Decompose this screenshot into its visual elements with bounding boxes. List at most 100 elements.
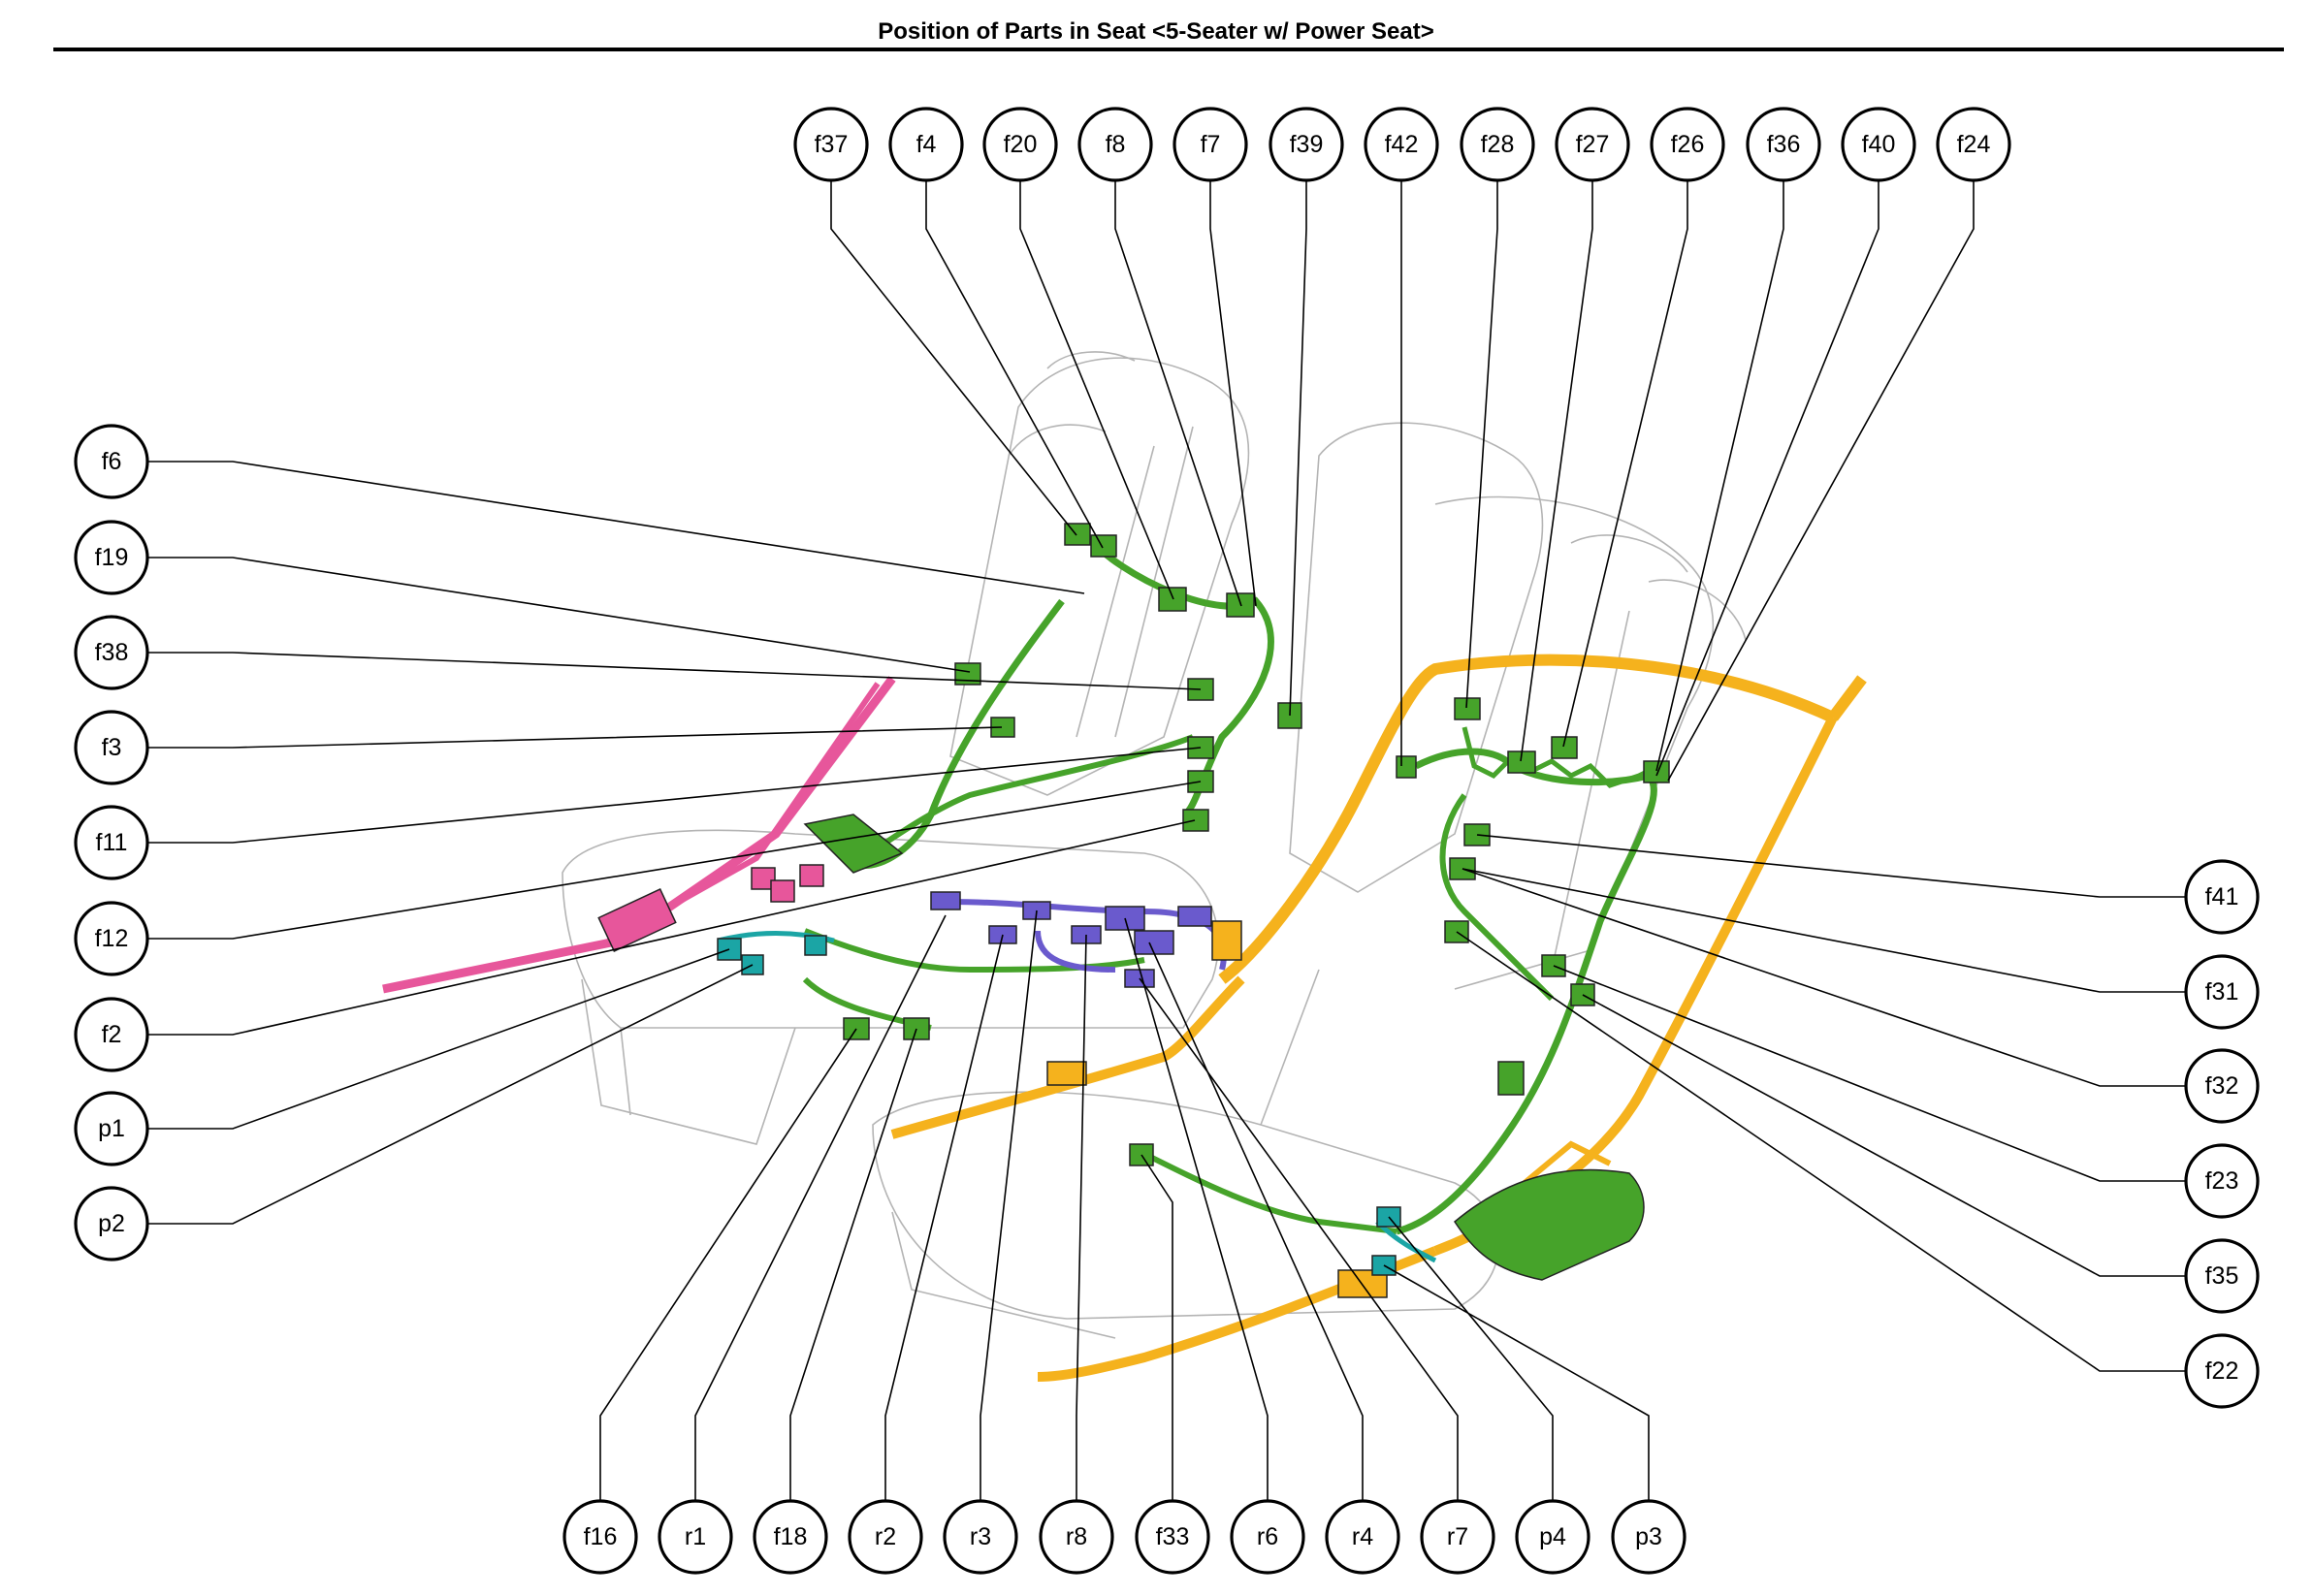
callout-label: f38 [95, 639, 129, 666]
callout-label: f8 [1106, 131, 1126, 158]
callout-p1: p1 [74, 1091, 149, 1166]
callout-f11: f11 [74, 805, 149, 880]
callout-circle [1077, 107, 1153, 182]
callout-label: r2 [875, 1523, 896, 1550]
callout-circle [74, 997, 149, 1072]
callout-circle [1173, 107, 1248, 182]
callout-f6: f6 [74, 424, 149, 499]
callout-label: f3 [102, 734, 122, 761]
leader-f39 [1289, 180, 1307, 717]
leader-p2 [147, 964, 754, 1225]
callout-label: f37 [815, 131, 849, 158]
callout-f39: f39 [1269, 107, 1344, 182]
leader-p3 [1383, 1264, 1650, 1501]
callout-circle [1269, 107, 1344, 182]
leader-f31 [1462, 868, 2186, 993]
callout-f38: f38 [74, 615, 149, 690]
callout-circle [74, 1091, 149, 1166]
callout-p2: p2 [74, 1186, 149, 1261]
callout-r4: r4 [1325, 1499, 1400, 1575]
leader-f20 [1019, 180, 1174, 600]
callout-label: f35 [2205, 1262, 2239, 1290]
callout-circle [753, 1499, 828, 1575]
callout-p4: p4 [1515, 1499, 1590, 1575]
page-title: Position of Parts in Seat <5-Seater w/ P… [878, 18, 1434, 45]
callout-circle [1420, 1499, 1495, 1575]
leader-f32 [1462, 868, 2186, 1087]
callout-r6: r6 [1230, 1499, 1305, 1575]
leader-f40 [1655, 180, 1879, 777]
callout-label: f39 [1290, 131, 1324, 158]
leader-f35 [1582, 994, 2186, 1277]
callout-f31: f31 [2184, 954, 2260, 1030]
callout-circle [1135, 1499, 1210, 1575]
callout-label: f16 [584, 1523, 618, 1550]
leader-p4 [1388, 1216, 1554, 1501]
callout-circle [2184, 1143, 2260, 1219]
power-seat-harness-purple [930, 891, 1227, 988]
callout-label: r6 [1257, 1523, 1278, 1550]
callout-label: f26 [1671, 131, 1705, 158]
callout-circle [1650, 107, 1725, 182]
callout-f8: f8 [1077, 107, 1153, 182]
leader-r3 [980, 910, 1038, 1501]
callout-label: f2 [102, 1021, 122, 1048]
callout-circle [982, 107, 1058, 182]
harnesses [382, 523, 1867, 1382]
callout-f2: f2 [74, 997, 149, 1072]
callout-circle [74, 1186, 149, 1261]
callout-label: f36 [1767, 131, 1801, 158]
callout-label: r3 [970, 1523, 991, 1550]
callout-f40: f40 [1841, 107, 1916, 182]
callout-label: f19 [95, 544, 129, 571]
callout-label: p3 [1635, 1523, 1662, 1550]
callout-circle [1039, 1499, 1114, 1575]
leader-f3 [147, 726, 1003, 749]
leader-f23 [1553, 965, 2186, 1182]
leader-f33 [1140, 1154, 1173, 1501]
leader-f12 [147, 781, 1202, 940]
front-seat-harness-green [802, 523, 1302, 1040]
leader-r6 [1124, 917, 1269, 1501]
callout-f36: f36 [1746, 107, 1821, 182]
callout-f24: f24 [1936, 107, 2011, 182]
callout-f4: f4 [888, 107, 964, 182]
callout-label: r4 [1352, 1523, 1373, 1550]
callout-label: r7 [1447, 1523, 1468, 1550]
leader-f38 [147, 652, 1202, 690]
leader-r4 [1148, 942, 1364, 1501]
leader-f24 [1667, 180, 1975, 782]
leader-r7 [1139, 977, 1459, 1501]
callout-label: f12 [95, 925, 129, 952]
callout-label: p4 [1539, 1523, 1566, 1550]
callout-circle [2184, 1238, 2260, 1314]
callout-f26: f26 [1650, 107, 1725, 182]
callout-circle [1515, 1499, 1590, 1575]
callout-circle [74, 710, 149, 785]
callout-label: f6 [102, 448, 122, 475]
callout-circle [1841, 107, 1916, 182]
callout-label: r1 [685, 1523, 706, 1550]
leader-f7 [1209, 180, 1257, 607]
callout-circle [1364, 107, 1439, 182]
callout-f33: f33 [1135, 1499, 1210, 1575]
body-harness-pink [382, 676, 896, 994]
callout-label: f40 [1862, 131, 1896, 158]
leader-r8 [1076, 934, 1087, 1501]
leader-f6 [147, 461, 1085, 594]
callout-f32: f32 [2184, 1048, 2260, 1124]
callout-p3: p3 [1611, 1499, 1687, 1575]
callout-f42: f42 [1364, 107, 1439, 182]
callout-label: f20 [1004, 131, 1038, 158]
callout-circle [1936, 107, 2011, 182]
callout-circle [1746, 107, 1821, 182]
callout-label: p2 [98, 1210, 125, 1237]
callout-f16: f16 [562, 1499, 638, 1575]
callout-circle [1555, 107, 1630, 182]
callout-f19: f19 [74, 520, 149, 595]
callout-circle [848, 1499, 923, 1575]
leader-f18 [789, 1028, 917, 1501]
callout-label: p1 [98, 1115, 125, 1142]
callout-label: f41 [2205, 883, 2239, 910]
